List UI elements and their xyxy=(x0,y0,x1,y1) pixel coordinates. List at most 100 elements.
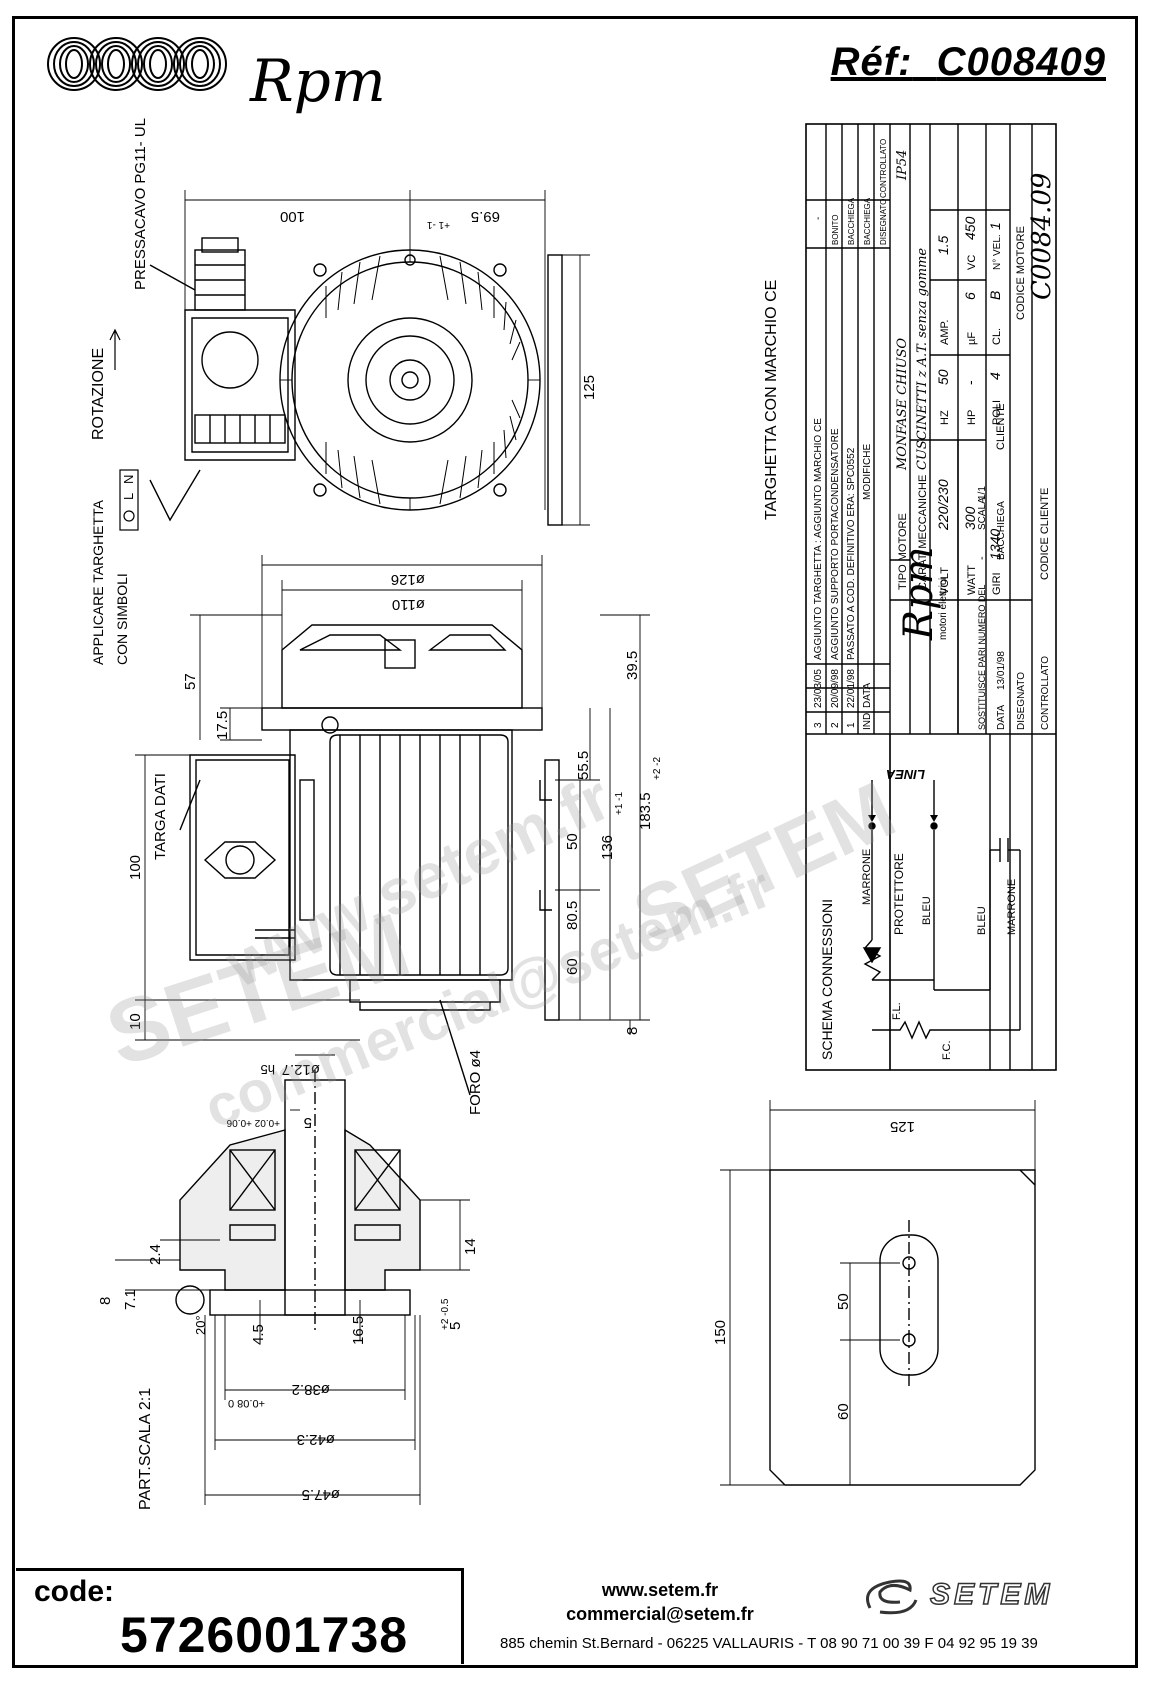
field-nvel-label: N° VEL. xyxy=(992,234,1003,270)
wiring-arrows xyxy=(868,815,938,822)
dim-5-bottom-tol: +2 -0.5 xyxy=(440,1298,451,1330)
label-detail-scale: PART.SCALA 2:1 xyxy=(137,1388,154,1510)
wire-marrone-2: MARRONE xyxy=(1006,879,1018,935)
wiring-diagram xyxy=(862,780,1021,1040)
plate-dimensions xyxy=(720,1100,1036,1486)
field-giri-label: GIRI xyxy=(991,572,1003,595)
motor-code-value: C0084.09 xyxy=(1027,173,1057,300)
label-with-symbols: CON SIMBOLI xyxy=(114,573,130,665)
dim-136-tol: +1 -1 xyxy=(614,791,625,815)
dim-57: 57 xyxy=(182,673,199,690)
dim-69-5-tol: +1 -1 xyxy=(426,219,450,230)
top-view-dimensions xyxy=(184,190,590,526)
label-hole: FORO ø4 xyxy=(467,1050,484,1115)
dim-110: ø110 xyxy=(392,596,425,613)
motor-type-label: TIPO MOTORE xyxy=(897,513,909,590)
dim-10: 10 xyxy=(127,1013,144,1030)
rev-1-change: PASSATO A COD. DEFINITIVO ERA: SPC0552 xyxy=(846,447,857,660)
dim-h5: h5 xyxy=(261,1062,275,1077)
rev-header-change: MODIFICHE xyxy=(862,444,873,500)
dim-38-2: ø38.2 xyxy=(292,1381,330,1398)
date-label: DATA xyxy=(996,704,1007,730)
dim-50: 50 xyxy=(564,833,581,850)
motor-side-view xyxy=(179,624,560,1096)
wire-bleu-2: BLEU xyxy=(976,906,988,935)
rev-header-checked: CONTROLLATO xyxy=(879,139,888,198)
replaces-value: - xyxy=(976,556,988,560)
code-box xyxy=(16,1568,464,1664)
rpm-coil-icon xyxy=(47,37,227,91)
rev-header-drawn: DISEGNATO xyxy=(879,199,888,245)
label-cable-gland: PRESSACAVO PG11- UL xyxy=(132,118,149,290)
field-poli-label: POLI xyxy=(991,400,1003,425)
dim-plate-60: 60 xyxy=(835,1403,852,1420)
setem-logo: SETEM xyxy=(850,1568,1110,1624)
code-value: 5726001738 xyxy=(120,1607,409,1663)
field-giri-value: 1340 xyxy=(987,529,1003,560)
code-label: code: xyxy=(34,1575,115,1608)
reference: Réf: C008409 xyxy=(831,40,1106,85)
symbol-l: L xyxy=(121,493,136,500)
dim-plate-125: 125 xyxy=(890,1118,915,1135)
mech-label: CARAT. MECCANICHE xyxy=(917,475,929,590)
setem-logo-text: SETEM xyxy=(929,1577,1054,1612)
field-hp-value: - xyxy=(962,380,978,385)
setem-swirl-icon xyxy=(866,1579,918,1615)
side-view-dimensions xyxy=(135,555,650,1041)
dim-100-top: 100 xyxy=(280,208,305,225)
dim-126: ø126 xyxy=(391,571,425,588)
website-link[interactable]: www.setem.fr xyxy=(601,1580,719,1600)
field-cl-value: B xyxy=(987,291,1003,300)
title-block-frame xyxy=(805,123,1057,1071)
dim-5-top-tol: +0.02 +0.06 xyxy=(226,1117,280,1128)
email-link[interactable]: commercial@setem.fr xyxy=(566,1604,754,1624)
wiring-fl: F.L. xyxy=(891,1002,903,1020)
field-vc-label: VC xyxy=(966,255,978,270)
tb-brand: Rpm xyxy=(896,546,942,641)
dim-55-5: 55.5 xyxy=(575,751,592,780)
motor-type-value: MONFASE CHIUSO xyxy=(895,338,910,471)
dim-plate-150: 150 xyxy=(712,1320,729,1345)
scale-label: SCALA xyxy=(977,497,988,530)
rev-1-date: 22/01/98 xyxy=(846,669,857,708)
wiring-title: SCHEMA CONNESSIONI xyxy=(819,899,835,1060)
field-vc-value: 450 xyxy=(962,216,978,240)
drawn-value: BACCHIEGA xyxy=(996,501,1007,560)
dim-2-4: 2.4 xyxy=(147,1244,164,1265)
dim-5-bottom: 5 xyxy=(447,1322,464,1330)
rev-2-ind: 2 xyxy=(830,722,841,728)
mech-value: CUSCINETTI z A.T. senza gomme xyxy=(915,248,930,470)
label-data-plate: TARGA DATI xyxy=(152,773,169,860)
protection: IP54 xyxy=(895,150,910,181)
wiring-protector: PROTETTORE xyxy=(892,853,906,935)
dim-14: 14 xyxy=(462,1238,479,1255)
dim-8-detail: 8 xyxy=(97,1297,114,1305)
brand-name: Rpm xyxy=(250,47,386,115)
field-watt-label: WATT xyxy=(966,565,978,595)
field-cl-label: CL. xyxy=(991,328,1003,345)
contact-block: www.setem.fr commercial@setem.fr xyxy=(520,1578,800,1626)
rev-sig-3: BACCHIEGA xyxy=(863,197,872,245)
field-uf-value: 6 xyxy=(962,292,978,300)
date-value: 13/01/98 xyxy=(996,651,1007,690)
dim-12-7: ø12.7 xyxy=(282,1061,320,1078)
label-ce-plate: TARGHETTA CON MARCHIO CE xyxy=(763,280,780,520)
rev-dash-1: - xyxy=(813,217,824,220)
wire-bleu-1: BLEU xyxy=(921,896,933,925)
ground-symbol-icon xyxy=(119,469,139,531)
field-watt-value: 300 xyxy=(962,506,978,530)
reference-value: C008409 xyxy=(936,40,1106,84)
client-code-label: CODICE CLIENTE xyxy=(1039,488,1051,580)
dim-183-5-tol: +2 -2 xyxy=(652,756,663,780)
dim-38-2-tol: +0.08 0 xyxy=(228,1397,265,1409)
label-apply-plate: APPLICARE TARGHETTA xyxy=(90,499,106,665)
dim-42-3: ø42.3 xyxy=(297,1431,335,1448)
field-volt-value: 220/230 xyxy=(935,479,951,531)
wiring-line: LINEA xyxy=(886,767,925,782)
field-hp-label: HP xyxy=(966,410,978,425)
dim-100-left: 100 xyxy=(127,855,144,880)
rev-header-date: DATA xyxy=(862,682,873,708)
wire-marrone-1: MARRONE xyxy=(861,849,873,905)
label-rotation: ROTAZIONE xyxy=(90,348,107,440)
